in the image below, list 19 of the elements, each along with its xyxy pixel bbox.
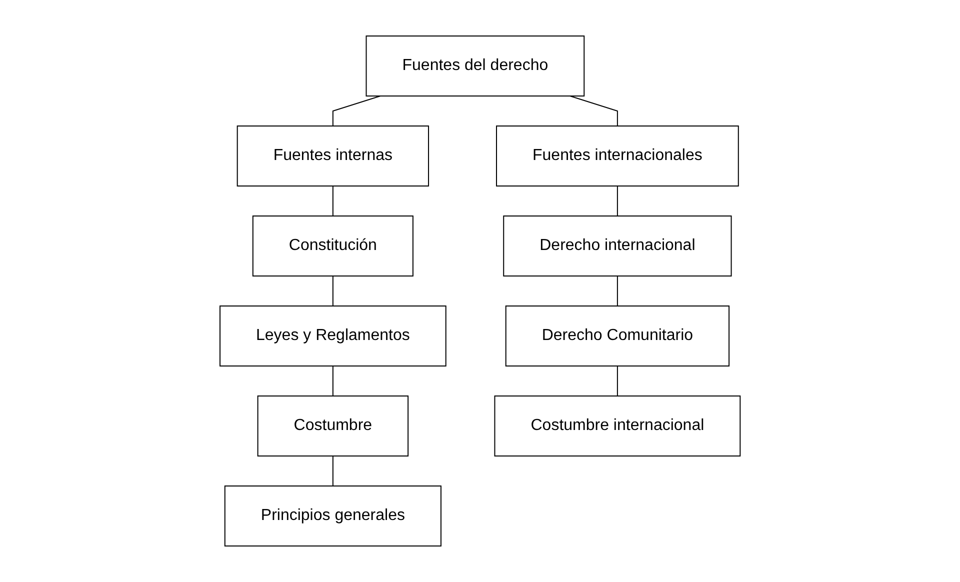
connector: [332, 276, 334, 306]
node-box: Principios generales: [224, 485, 442, 546]
connector: [332, 186, 334, 216]
connector: [616, 186, 618, 216]
node-box: Fuentes internacionales: [496, 126, 739, 186]
node-box: Derecho Comunitario: [505, 306, 730, 366]
connector: [616, 366, 618, 396]
node-box: Derecho internacional: [503, 216, 732, 276]
connector: [569, 96, 618, 126]
connector: [616, 276, 618, 306]
connector: [332, 455, 334, 486]
connector: [332, 366, 334, 396]
node-box: Costumbre internacional: [494, 396, 741, 456]
node-box: Fuentes del derecho: [366, 36, 585, 96]
node-box: Fuentes internas: [236, 126, 429, 186]
connector: [332, 96, 381, 126]
node-box: Costumbre: [257, 396, 408, 456]
node-box: Leyes y Reglamentos: [219, 306, 446, 366]
node-box: Constitución: [252, 216, 414, 276]
